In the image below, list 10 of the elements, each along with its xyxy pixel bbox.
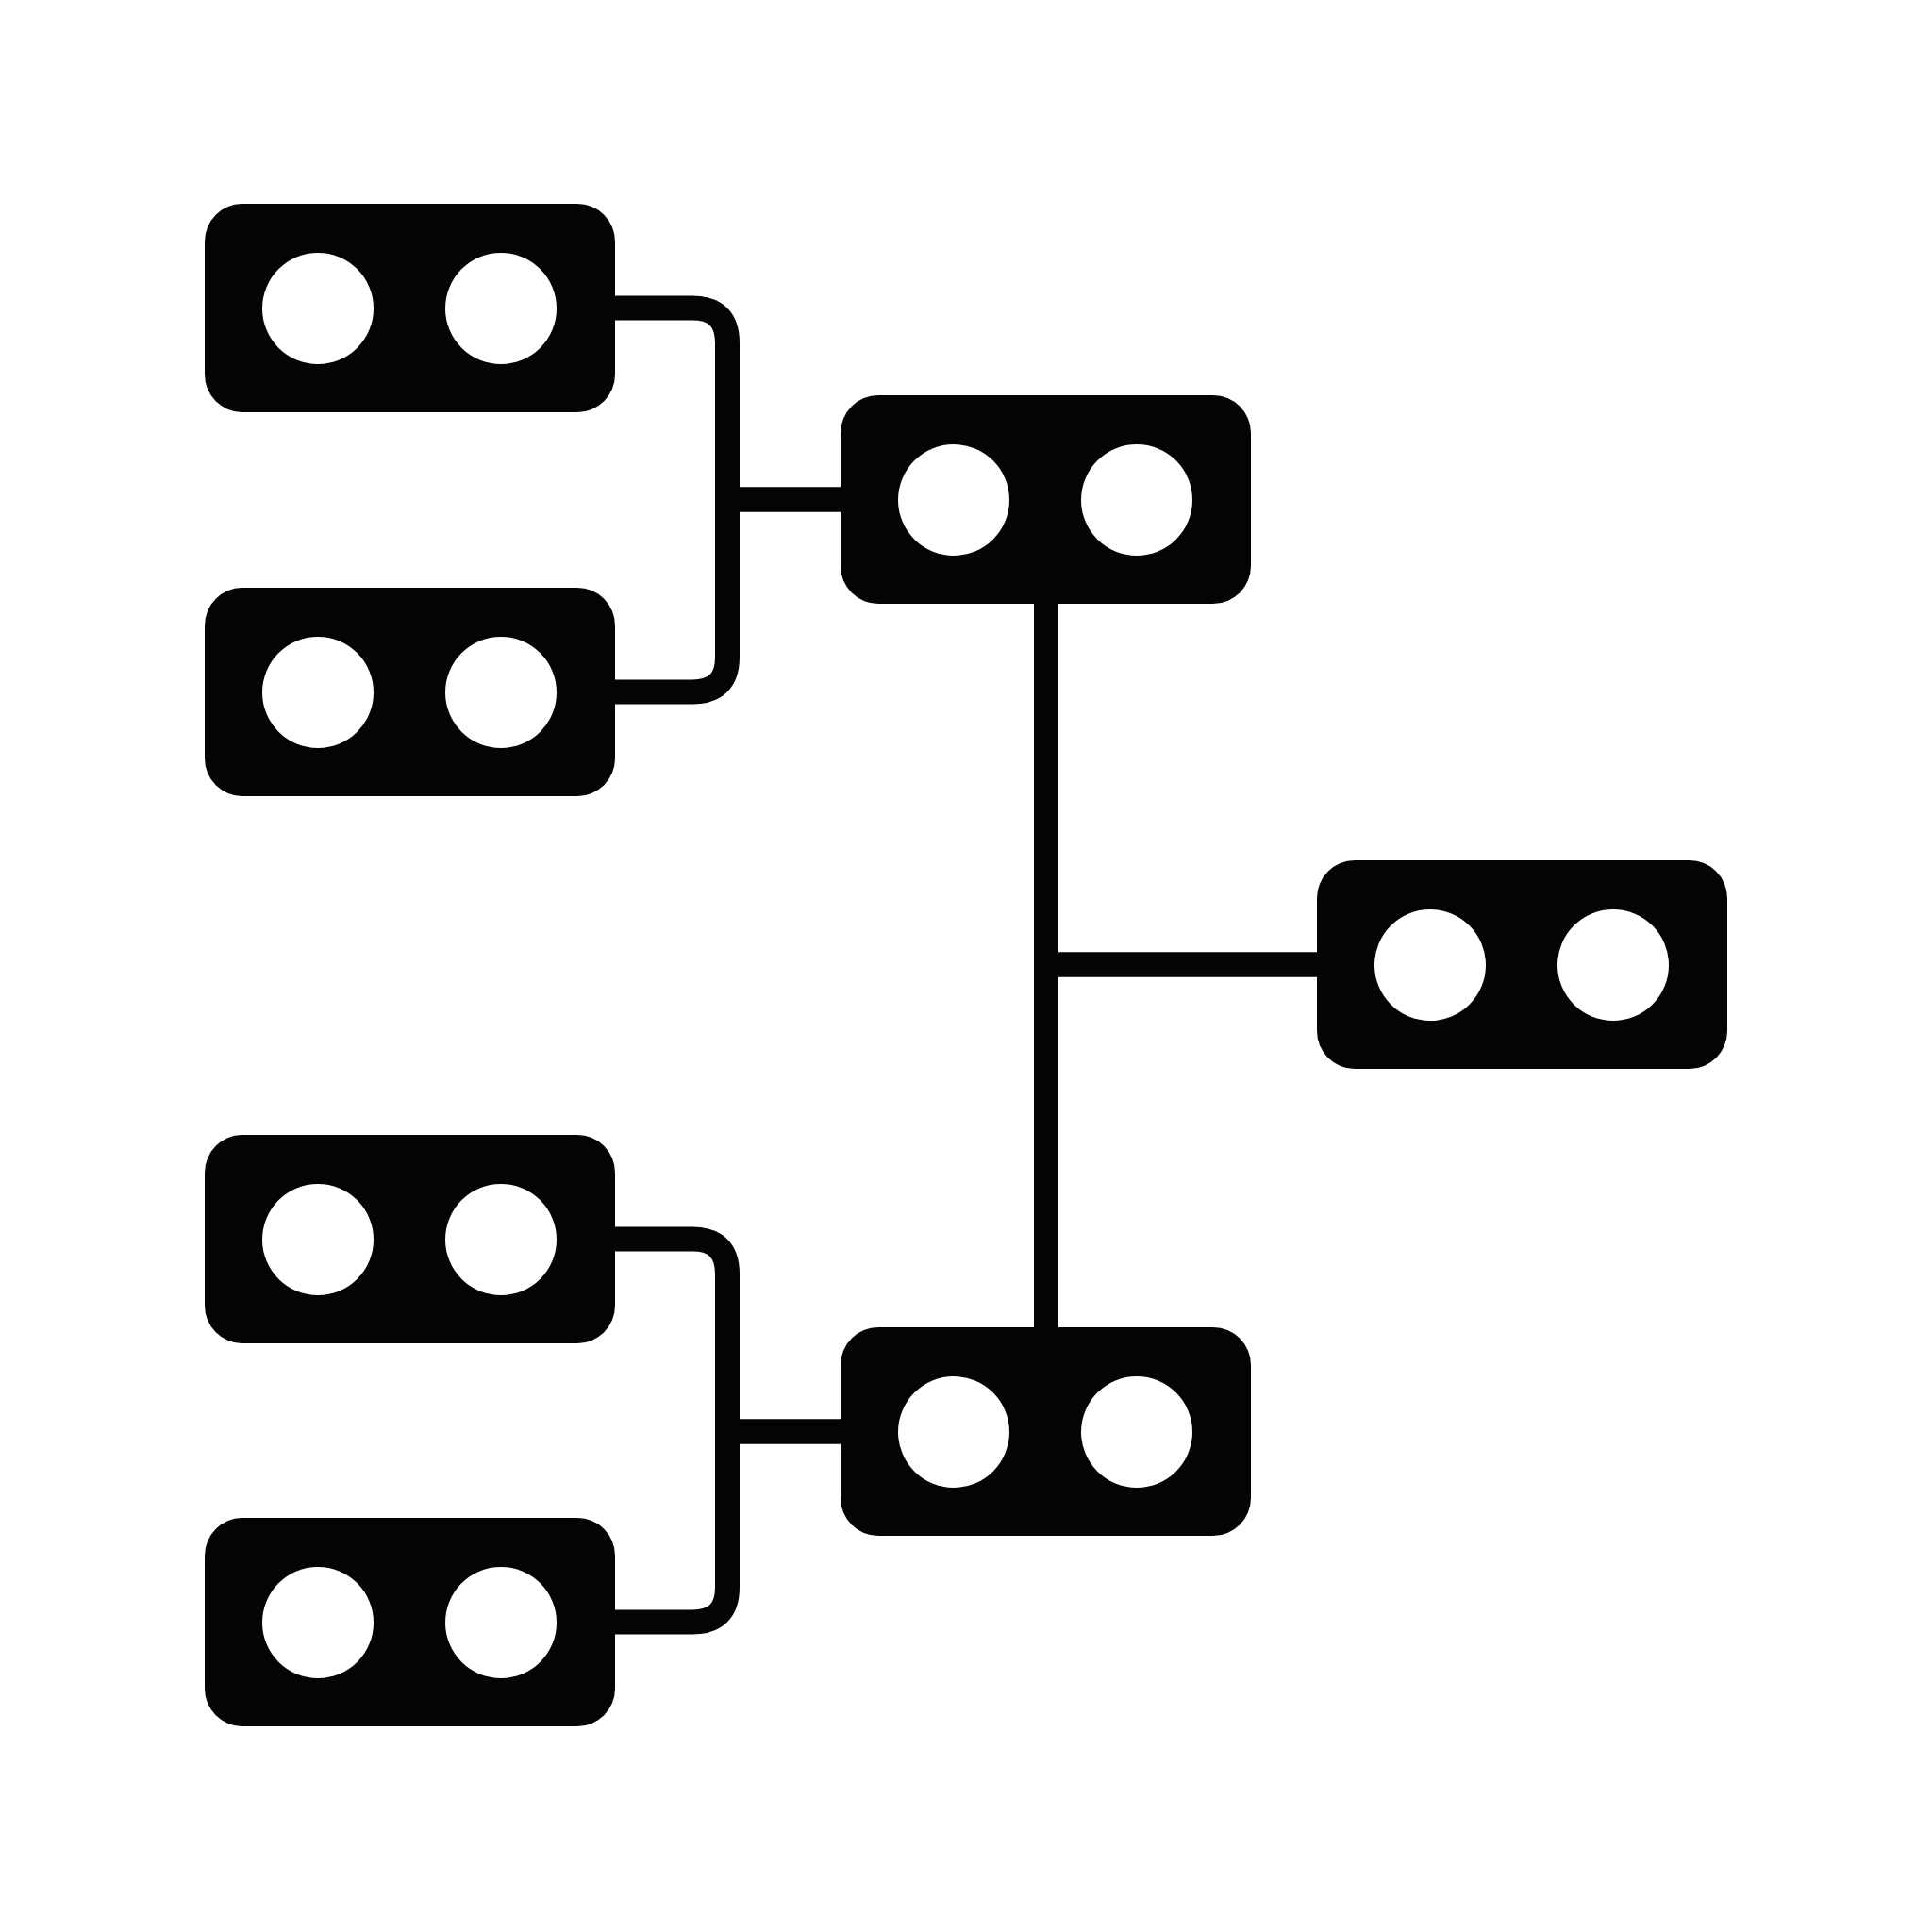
node-box [205, 204, 615, 412]
node-box [205, 1518, 615, 1726]
node-box [205, 588, 615, 796]
node-box [841, 395, 1251, 604]
node-box [841, 1327, 1251, 1536]
connector-line [1034, 952, 1317, 1327]
node-box [1317, 860, 1727, 1069]
node-box [205, 1135, 615, 1343]
connector-line [615, 487, 841, 705]
connector-line [615, 1419, 841, 1635]
